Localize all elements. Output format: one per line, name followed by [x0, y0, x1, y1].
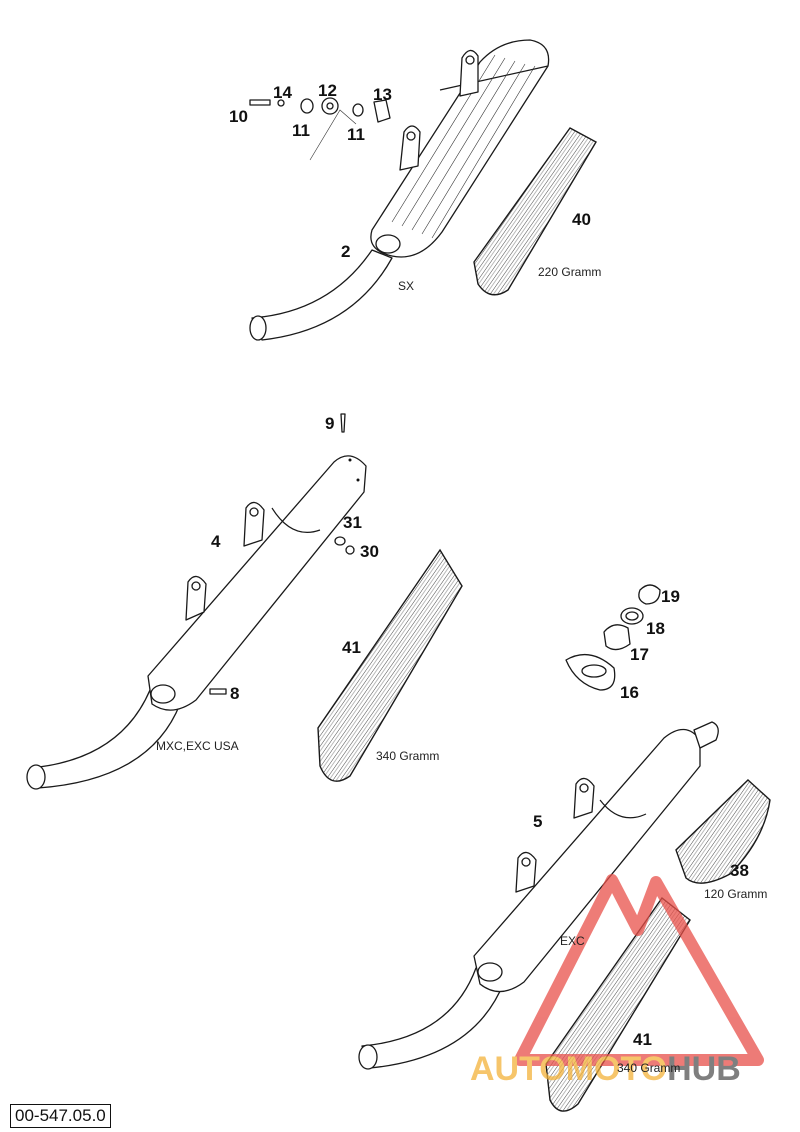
- exc-body-end: [477, 962, 503, 982]
- note-120-gramm: 120 Gramm: [704, 887, 767, 901]
- exc-pipe-opening: [358, 1044, 378, 1070]
- washer-11-left: [300, 98, 314, 114]
- mxc-pipe-opening: [26, 764, 46, 790]
- note-sx: SX: [398, 279, 414, 293]
- part-label-10: 10: [229, 107, 248, 126]
- mxc-mount-tab-upper: [243, 501, 265, 547]
- exc-outlet-tube: [693, 721, 719, 749]
- note-340-gramm-middle: 340 Gramm: [376, 749, 439, 763]
- exc-mount-tab-upper: [573, 777, 595, 819]
- part-label-40: 40: [572, 210, 591, 229]
- part-label-17: 17: [630, 645, 649, 664]
- washer-14: [277, 99, 285, 107]
- part-label-41-bottom: 41: [633, 1030, 652, 1049]
- watermark-auto: AUTO: [470, 1050, 566, 1088]
- svg-text:AUTOMOTOHUB: AUTOMOTOHUB: [470, 1050, 741, 1088]
- part-label-41-middle: 41: [342, 638, 361, 657]
- exc-muffler-body: [473, 728, 701, 993]
- part-label-2: 2: [341, 242, 350, 261]
- exc-mount-tab-lower: [515, 851, 537, 893]
- mxc-muffler-body: [147, 455, 367, 711]
- part-number-labels: 10 14 12 13 11 11 2 40 9 4 31 30 41 8 19…: [211, 81, 749, 1049]
- mxc-body-end: [150, 684, 176, 704]
- screw-8: [209, 688, 227, 695]
- end-cap-parts: [565, 584, 661, 691]
- bushing-17: [603, 624, 631, 651]
- screw-30: [345, 545, 355, 555]
- part-label-18: 18: [646, 619, 665, 638]
- watermark-logo: AUTOMOTOHUB: [470, 874, 764, 1088]
- watermark-mountain-icon: [514, 874, 764, 1066]
- bolt-10: [249, 99, 271, 106]
- exc-muffler-assembly: [358, 721, 771, 1112]
- note-340-gramm-bottom: 340 Gramm: [617, 1061, 680, 1075]
- washer-11-right: [352, 103, 364, 117]
- watermark-hub: HUB: [667, 1050, 741, 1088]
- sx-muffler-assembly: [249, 39, 597, 341]
- sx-body-end: [375, 234, 401, 254]
- part-label-11-left: 11: [292, 121, 310, 140]
- variant-notes: SX 220 Gramm MXC,EXC USA 340 Gramm EXC 1…: [156, 265, 767, 1075]
- packing-40: [473, 127, 597, 296]
- packing-38: [675, 779, 771, 884]
- clip-13: [373, 99, 391, 123]
- reference-code: 00-547.05.0: [10, 1104, 111, 1128]
- note-mxc-exc-usa: MXC,EXC USA: [156, 739, 239, 753]
- part-label-38: 38: [730, 861, 749, 880]
- part-label-4: 4: [211, 532, 221, 551]
- watermark-moto: MOTO: [566, 1050, 667, 1088]
- note-220-gramm: 220 Gramm: [538, 265, 601, 279]
- part-label-9: 9: [325, 414, 334, 433]
- screw-9: [340, 413, 346, 433]
- part-label-8: 8: [230, 684, 239, 703]
- mxc-muffler-assembly: [26, 413, 463, 790]
- part-label-11-right: 11: [347, 125, 365, 144]
- packing-41-middle: [317, 548, 463, 782]
- part-label-13: 13: [373, 85, 392, 104]
- washer-31: [334, 536, 346, 546]
- part-label-16: 16: [620, 683, 639, 702]
- part-label-30: 30: [360, 542, 379, 561]
- note-exc: EXC: [560, 934, 585, 948]
- part-label-5: 5: [533, 812, 542, 831]
- part-label-31: 31: [343, 513, 362, 532]
- part-label-19: 19: [661, 587, 680, 606]
- part-label-14: 14: [273, 83, 292, 102]
- mxc-mount-tab-lower: [185, 575, 207, 621]
- sx-pipe-opening: [249, 315, 267, 341]
- circlip-19: [638, 584, 661, 605]
- part-label-12: 12: [318, 81, 337, 100]
- sx-inlet-pipe: [251, 249, 393, 341]
